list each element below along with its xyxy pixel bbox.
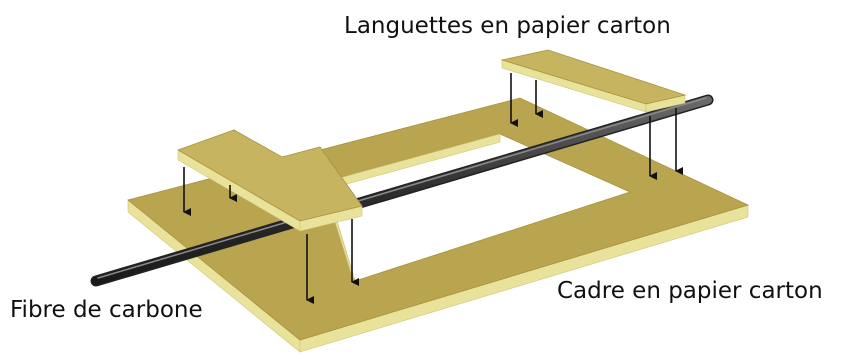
- tab-right: [500, 49, 687, 113]
- tab-left: [177, 129, 363, 232]
- tab-right-top: [500, 49, 687, 105]
- cardboard-frame: [127, 97, 750, 353]
- tab-left-top: [177, 129, 363, 222]
- label-frame: Cadre en papier carton: [557, 278, 823, 304]
- arrows: [183, 73, 683, 304]
- label-fiber: Fibre de carbone: [10, 297, 203, 323]
- carbon-fiber: [90, 94, 714, 287]
- label-tabs: Languettes en papier carton: [344, 13, 671, 39]
